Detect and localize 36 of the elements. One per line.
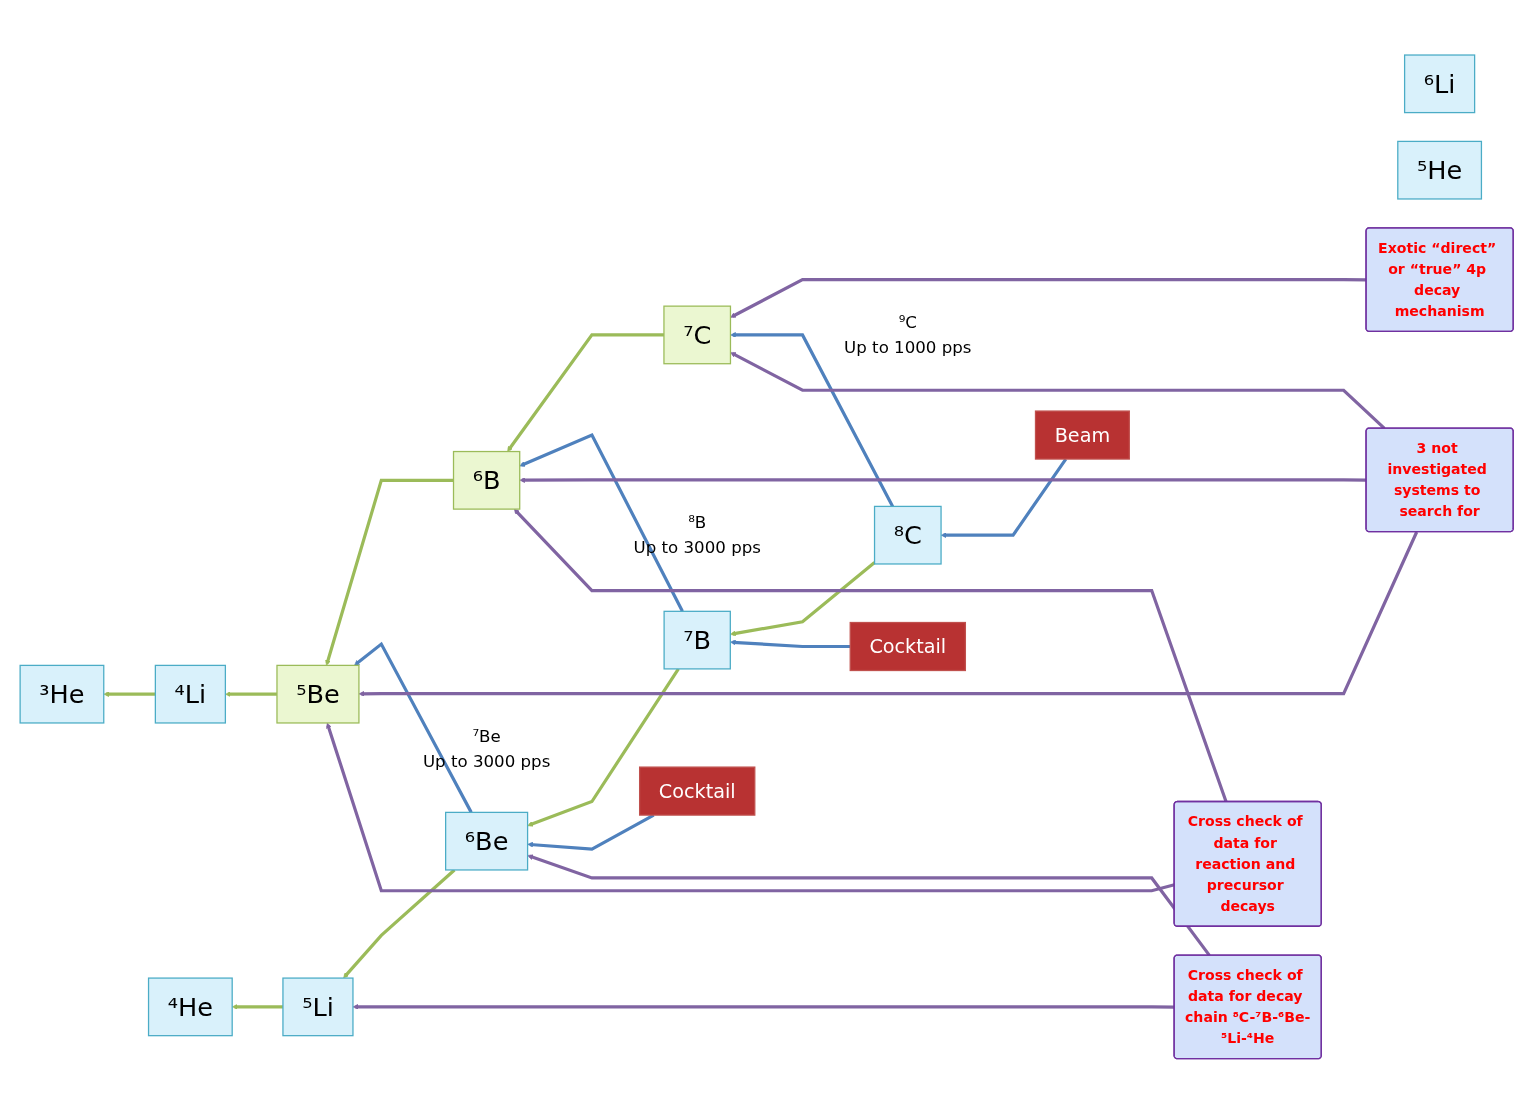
node-box: Cocktail — [639, 766, 756, 816]
node-box: ⁴He — [148, 977, 234, 1037]
node-box: ⁶B — [453, 451, 521, 510]
node-box: Cocktail — [849, 622, 967, 672]
node-label: ⁹C — [899, 312, 918, 332]
arrow — [527, 668, 681, 827]
node-box: ⁷B — [663, 610, 732, 670]
node-box: ⁴Li — [155, 664, 227, 724]
node-label: ⁸B — [688, 512, 707, 533]
node-box: ⁸C — [874, 505, 943, 565]
arrow — [354, 641, 473, 814]
node-box: ⁶Li — [1404, 54, 1476, 114]
node-box: ⁵Be — [276, 664, 360, 724]
node-box: ⁵He — [1397, 140, 1483, 200]
arrow — [730, 639, 851, 649]
arrow — [730, 278, 1367, 318]
arrow — [527, 854, 1212, 957]
arrow — [325, 478, 454, 666]
node-box: ⁷C — [663, 305, 732, 365]
arrow — [514, 509, 1228, 803]
arrow — [730, 352, 1386, 430]
arrow — [730, 332, 895, 508]
arrow — [353, 1004, 1175, 1010]
node-box: ⁶Be — [445, 811, 529, 871]
arrow — [730, 561, 876, 637]
arrow — [232, 1004, 284, 1010]
arrow — [941, 458, 1068, 539]
node-box: ³He — [19, 664, 105, 724]
node-label: Up to 3000 pps — [423, 751, 551, 771]
arrow — [507, 333, 665, 452]
arrow — [225, 691, 278, 698]
node-box: ⁵Li — [282, 977, 354, 1037]
node-box: Beam — [1035, 410, 1131, 460]
arrow — [359, 531, 1419, 697]
node-label: Up to 1000 pps — [844, 337, 972, 357]
node-label: ⁷Be — [472, 726, 502, 746]
